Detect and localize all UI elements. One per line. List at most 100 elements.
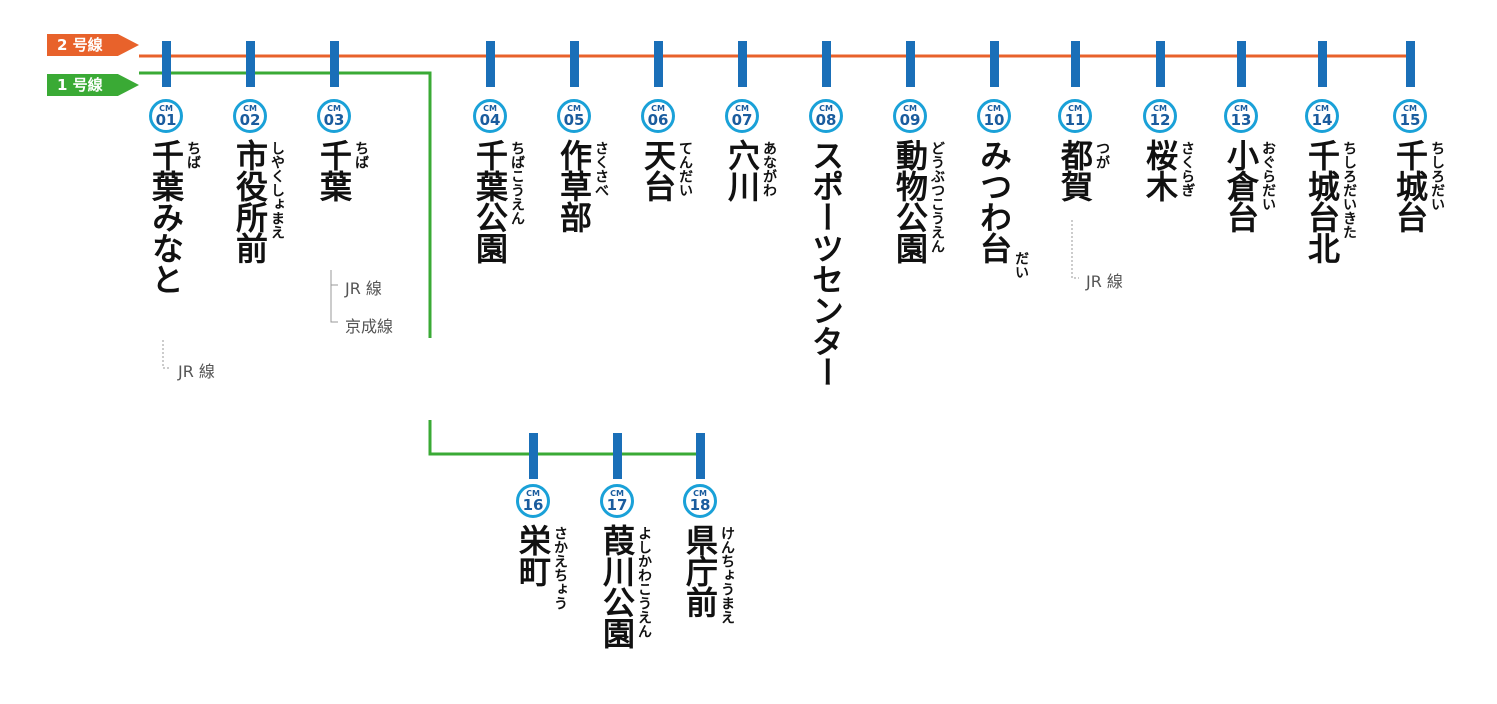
badge-prefix: CM <box>159 104 173 113</box>
station-marker-16 <box>529 433 538 479</box>
badge-prefix: CM <box>243 104 257 113</box>
station-name-reading: さかえちょう <box>552 526 568 610</box>
badge-number: 06 <box>647 111 669 129</box>
badge-prefix: CM <box>651 104 665 113</box>
badge-prefix: CM <box>987 104 1001 113</box>
badge-number: 03 <box>323 111 345 129</box>
station-name-reading: さくらぎ <box>1179 141 1195 197</box>
station-name: 千葉みなと <box>147 139 185 294</box>
badge-prefix: CM <box>483 104 497 113</box>
badge-prefix: CM <box>610 489 624 498</box>
station-name: 動物公園 <box>891 139 929 263</box>
line-1-branch-track <box>428 420 700 456</box>
station-marker-07 <box>738 41 747 87</box>
station-marker-03 <box>330 41 339 87</box>
station-marker-13 <box>1237 41 1246 87</box>
station-marker-05 <box>570 41 579 87</box>
station-name: スポーツセンター <box>807 139 845 387</box>
badge-prefix: CM <box>327 104 341 113</box>
transfer-line-label: JR 線 <box>345 279 382 298</box>
badge-prefix: CM <box>526 489 540 498</box>
station-marker-15 <box>1406 41 1415 87</box>
badge-prefix: CM <box>735 104 749 113</box>
transfer-line-label: JR 線 <box>1086 272 1123 291</box>
badge-number: 11 <box>1064 111 1086 129</box>
transfer-connector <box>1071 220 1079 279</box>
station-name-reading: ちば <box>185 141 201 169</box>
badge-number: 02 <box>239 111 261 129</box>
badge-prefix: CM <box>1234 104 1248 113</box>
badge-number: 13 <box>1230 111 1252 129</box>
station-name-reading: だい <box>1013 251 1029 279</box>
station-name: 葭川公園 <box>598 524 636 648</box>
station-marker-08 <box>822 41 831 87</box>
station-name: 桜木 <box>1141 139 1179 201</box>
station-name: 千葉 <box>315 139 353 201</box>
station-marker-18 <box>696 433 705 479</box>
station-name-reading: ちばこうえん <box>509 141 525 225</box>
station-name: 作草部 <box>555 139 593 232</box>
station-name: 都賀 <box>1056 139 1094 201</box>
station-name-reading: けんちょうまえ <box>719 526 735 624</box>
station-marker-12 <box>1156 41 1165 87</box>
station-name-reading: どうぶつこうえん <box>929 141 945 253</box>
station-name-reading: ちしろだい <box>1429 141 1445 211</box>
line-2-legend: 2 号線 <box>47 34 139 56</box>
station-marker-11 <box>1071 41 1080 87</box>
line-1-track <box>139 71 432 338</box>
badge-number: 08 <box>815 111 837 129</box>
station-name-reading: よしかわこうえん <box>636 526 652 638</box>
station-marker-01 <box>162 41 171 87</box>
badge-number: 18 <box>689 496 711 514</box>
transfer-connector <box>330 270 338 286</box>
station-marker-14 <box>1318 41 1327 87</box>
station-name: 穴川 <box>723 139 761 201</box>
station-marker-02 <box>246 41 255 87</box>
badge-number: 14 <box>1311 111 1333 129</box>
badge-number: 17 <box>606 496 628 514</box>
station-name-reading: つが <box>1094 141 1110 169</box>
station-name: みつわ台 <box>975 139 1013 263</box>
badge-prefix: CM <box>1403 104 1417 113</box>
station-name: 千葉公園 <box>471 139 509 263</box>
station-marker-06 <box>654 41 663 87</box>
badge-prefix: CM <box>903 104 917 113</box>
badge-prefix: CM <box>1153 104 1167 113</box>
station-name: 県庁前 <box>681 524 719 617</box>
transfer-connector <box>330 285 338 323</box>
station-marker-17 <box>613 433 622 479</box>
line-1-legend-label: 1 号線 <box>57 76 103 94</box>
station-name-reading: ちしろだいきた <box>1341 141 1357 239</box>
station-name: 天台 <box>639 139 677 201</box>
badge-prefix: CM <box>693 489 707 498</box>
badge-number: 16 <box>522 496 544 514</box>
station-marker-04 <box>486 41 495 87</box>
station-name: 市役所前 <box>231 139 269 263</box>
station-name-reading: あながわ <box>761 141 777 197</box>
transfer-connector <box>162 340 170 369</box>
station-marker-10 <box>990 41 999 87</box>
station-name-reading: しやくしょまえ <box>269 141 285 239</box>
station-name: 栄町 <box>514 524 552 586</box>
transfer-line-label: 京成線 <box>345 317 394 336</box>
badge-number: 01 <box>155 111 177 129</box>
badge-prefix: CM <box>1068 104 1082 113</box>
station-marker-09 <box>906 41 915 87</box>
